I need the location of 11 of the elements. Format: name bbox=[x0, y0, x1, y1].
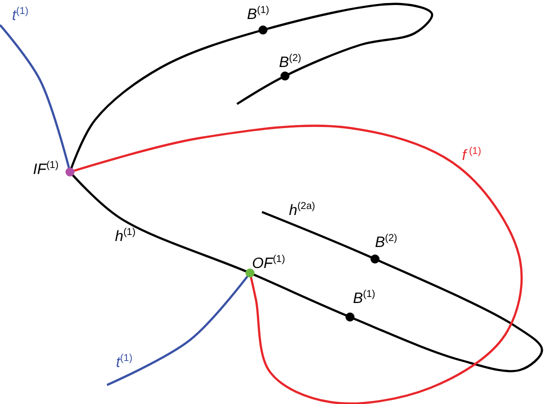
point-label: B$^{(2)}$ bbox=[375, 235, 398, 250]
point-label: h$^{(1)}$ bbox=[115, 229, 136, 244]
point-label: t$^{(1)}$ bbox=[12, 8, 28, 23]
point-label: B$^{(2)}$ bbox=[279, 55, 302, 70]
point-label: h$^{(2a)}$ bbox=[289, 203, 316, 218]
point-label: B$^{(1)}$ bbox=[247, 7, 270, 22]
point-label: f $^{(1)}$ bbox=[462, 148, 482, 163]
point-label: IF$^{(1)}$ bbox=[33, 162, 59, 177]
point-label: OF$^{(1)}$ bbox=[252, 256, 286, 271]
point-label: B$^{(1)}$ bbox=[353, 291, 376, 306]
point-label: t$^{(1)}$ bbox=[116, 355, 132, 370]
